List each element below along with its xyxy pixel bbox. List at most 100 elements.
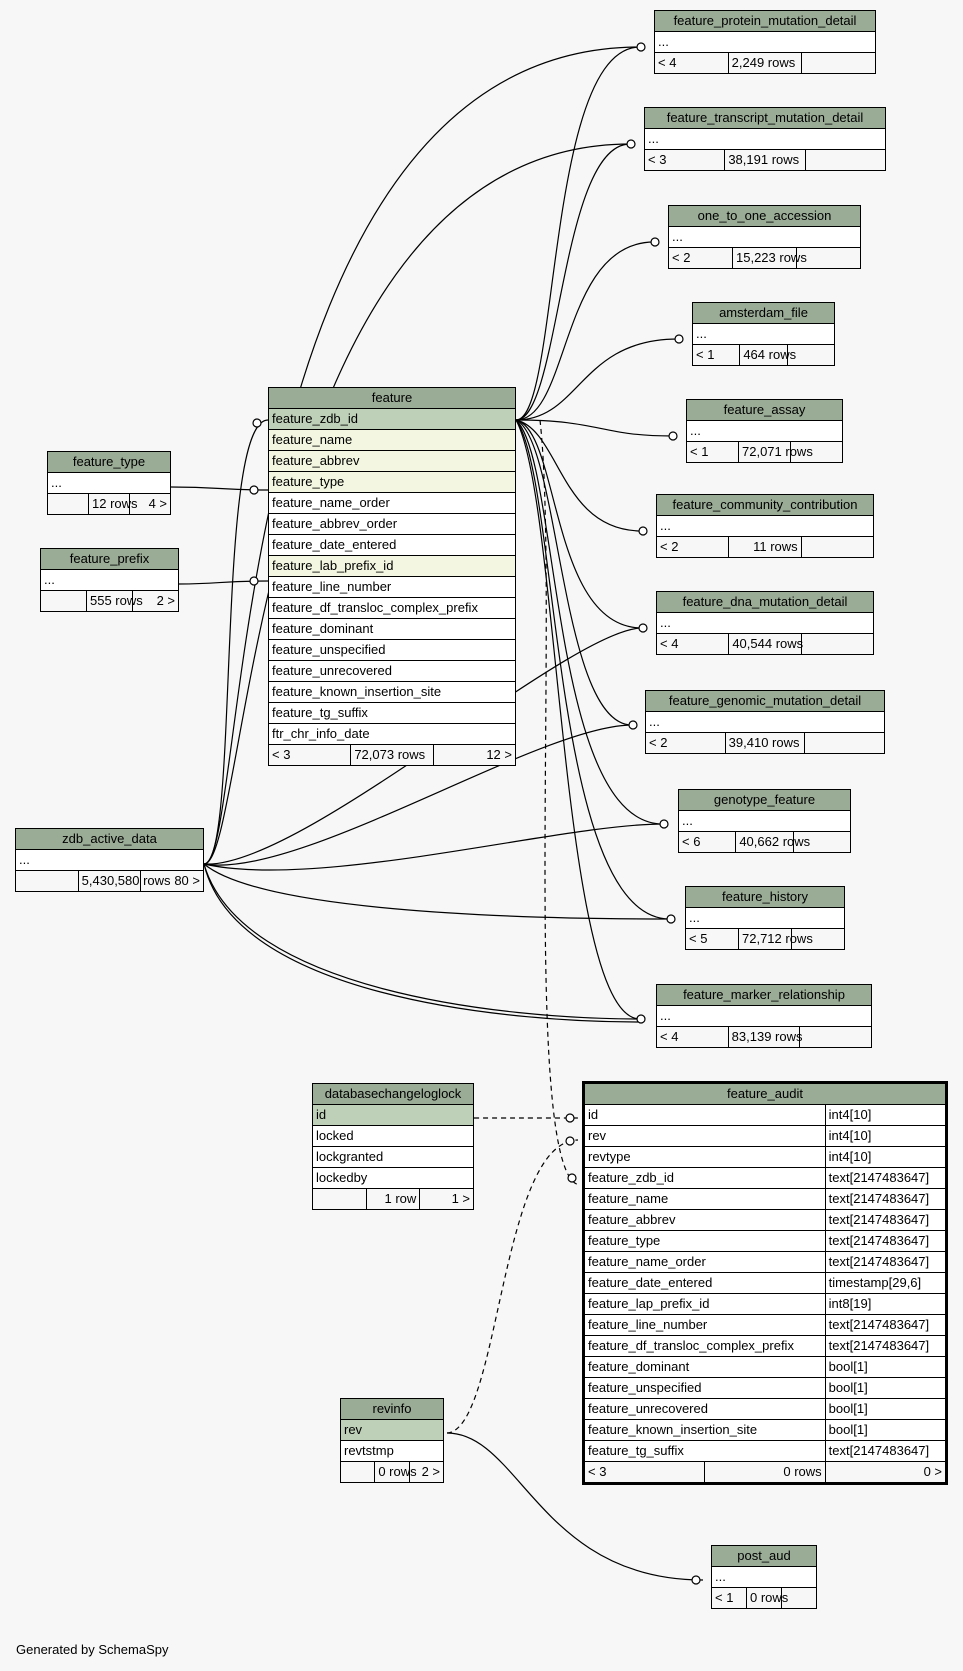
column-name[interactable]: feature_dominant (584, 1356, 826, 1378)
column-name[interactable]: feature_line_number (584, 1314, 826, 1336)
column-row[interactable]: feature_abbrev_order (268, 513, 516, 535)
edge-feature-audit (539, 419, 581, 1186)
column-name[interactable]: id (584, 1104, 826, 1126)
column-name[interactable]: feature_abbrev (584, 1209, 826, 1231)
column-type: text[2147483647] (824, 1209, 947, 1231)
column-name[interactable]: feature_unrecovered (584, 1398, 826, 1420)
column-row[interactable]: feature_dominant (268, 618, 516, 640)
row-count: 1 row (365, 1188, 421, 1210)
table-title: amsterdam_file (692, 302, 835, 324)
parent-count: < 1 (711, 1587, 747, 1609)
column-row[interactable]: feature_line_number (268, 576, 516, 598)
column-row[interactable]: feature_lab_prefix_id (268, 555, 516, 577)
column-name[interactable]: revtype (584, 1146, 826, 1168)
child-count (804, 732, 885, 754)
column-name[interactable]: feature_known_insertion_site (584, 1419, 826, 1441)
column-row[interactable]: lockgranted (312, 1146, 474, 1168)
child-count: 4 > (129, 493, 171, 515)
column-row[interactable]: feature_zdb_id (268, 408, 516, 430)
child-count (804, 149, 887, 171)
column-row[interactable]: feature_df_transloc_complex_prefix (268, 597, 516, 619)
table-title: feature_prefix (40, 548, 179, 570)
table-databasechangeloglock[interactable]: databasechangeloglock id locked lockgran… (312, 1083, 474, 1210)
row-count: 2,249 rows (727, 52, 803, 74)
column-name[interactable]: feature_df_transloc_complex_prefix (584, 1335, 826, 1357)
column-row[interactable]: locked (312, 1125, 474, 1147)
column-row[interactable]: feature_date_entered (268, 534, 516, 556)
child-count (801, 52, 876, 74)
collapsed-columns: ... (686, 420, 843, 442)
edge-feature-amsterdam (515, 338, 679, 421)
parent-count: < 1 (691, 344, 741, 366)
row-count: 0 rows (704, 1461, 826, 1483)
column-type: timestamp[29,6] (824, 1272, 947, 1294)
edge-feature-marker (515, 419, 641, 1020)
column-name[interactable]: feature_lap_prefix_id (584, 1293, 826, 1315)
column-row[interactable]: feature_name_order (268, 492, 516, 514)
column-row[interactable]: lockedby (312, 1167, 474, 1189)
column-row[interactable]: rev (340, 1419, 444, 1441)
column-row[interactable]: feature_known_insertion_site (268, 681, 516, 703)
row-count: 39,410 rows (724, 732, 806, 754)
edge-feature-community (515, 419, 643, 532)
table-title: post_aud (711, 1545, 817, 1567)
table-feature-transcript-mutation-detail[interactable]: feature_transcript_mutation_detail ... <… (643, 107, 887, 171)
column-name[interactable]: feature_tg_suffix (584, 1440, 826, 1462)
column-row[interactable]: ftr_chr_info_date (268, 723, 516, 745)
column-row[interactable]: revtstmp (340, 1440, 444, 1462)
column-name[interactable]: feature_name_order (584, 1251, 826, 1273)
column-type: bool[1] (824, 1398, 947, 1420)
edge-feature-dna (515, 419, 643, 629)
column-name[interactable]: feature_type (584, 1230, 826, 1252)
parent-count (339, 1461, 376, 1483)
footer-credit: Generated by SchemaSpy (16, 1642, 169, 1657)
column-row[interactable]: id (312, 1104, 474, 1126)
table-title: feature_community_contribution (656, 494, 874, 516)
edge-zdb-genomic (203, 724, 633, 866)
parent-count (40, 590, 87, 612)
child-count (786, 344, 836, 366)
column-row[interactable]: feature_unrecovered (268, 660, 516, 682)
table-feature[interactable]: feature feature_zdb_id feature_name feat… (267, 387, 517, 766)
child-count: 2 > (408, 1461, 445, 1483)
row-count: 11 rows (728, 536, 802, 558)
collapsed-columns: ... (656, 612, 874, 634)
table-title: feature_marker_relationship (656, 984, 872, 1006)
parent-count: < 1 (686, 441, 739, 463)
table-title: feature_type (47, 451, 171, 473)
column-name[interactable]: feature_zdb_id (584, 1167, 826, 1189)
column-row[interactable]: feature_unspecified (268, 639, 516, 661)
column-type: bool[1] (824, 1377, 947, 1399)
column-row[interactable]: feature_tg_suffix (268, 702, 516, 724)
column-name[interactable]: feature_date_entered (584, 1272, 826, 1294)
column-name[interactable]: rev (584, 1125, 826, 1147)
edge-zdb-marker2 (203, 863, 641, 1023)
column-name[interactable]: feature_unspecified (584, 1377, 826, 1399)
column-row[interactable]: feature_name (268, 429, 516, 451)
collapsed-columns: ... (40, 569, 179, 591)
column-name[interactable]: feature_name (584, 1188, 826, 1210)
column-row[interactable]: feature_type (268, 471, 516, 493)
column-row[interactable]: feature_abbrev (268, 450, 516, 472)
collapsed-columns: ... (685, 907, 845, 929)
table-title: zdb_active_data (15, 828, 204, 850)
row-count: 464 rows (739, 344, 796, 366)
table-title: databasechangeloglock (312, 1083, 474, 1105)
